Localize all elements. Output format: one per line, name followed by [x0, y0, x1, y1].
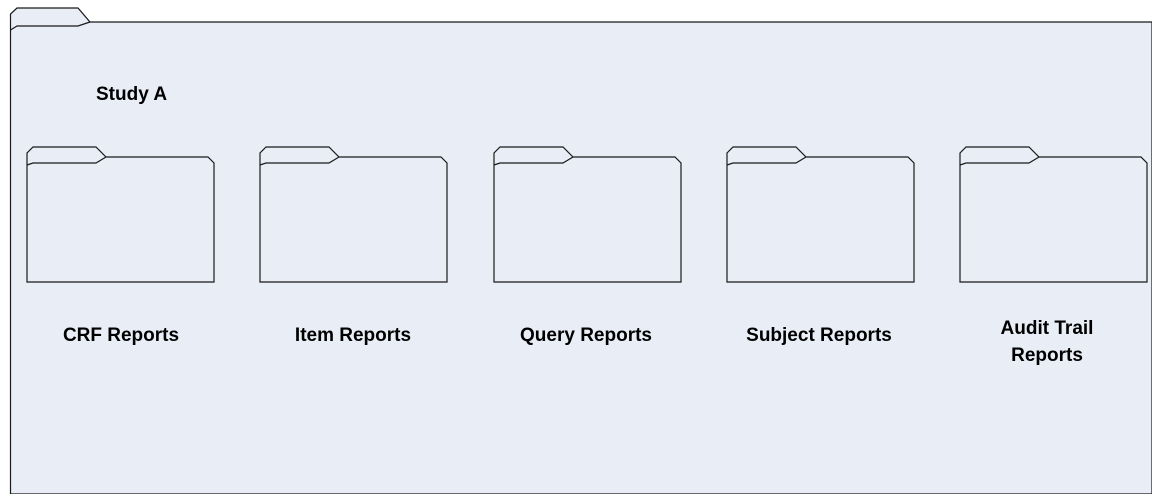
label-line: Subject Reports	[746, 325, 892, 346]
subject-reports-folder-icon[interactable]	[726, 145, 916, 285]
folder-icon	[959, 146, 1148, 283]
subject-reports-label: Subject Reports	[714, 322, 924, 349]
label-line: Reports	[1011, 345, 1083, 366]
item-reports-folder-icon[interactable]	[259, 145, 449, 285]
label-line: Query Reports	[520, 325, 652, 346]
query-reports-folder-icon[interactable]	[493, 145, 683, 285]
study-title: Study A	[96, 84, 168, 105]
audit-trail-reports-label: Audit Trail Reports	[942, 315, 1152, 369]
crf-reports-folder-icon[interactable]	[26, 145, 216, 285]
folder-icon	[259, 146, 448, 283]
item-reports-label: Item Reports	[248, 322, 458, 349]
label-line: CRF Reports	[62, 325, 180, 346]
audit-trail-reports-folder-icon[interactable]	[959, 145, 1149, 285]
query-reports-label: Query Reports	[481, 322, 691, 349]
folder-icon	[26, 146, 215, 283]
label-line: Audit Trail	[1000, 318, 1094, 339]
label-line: Item Reports	[294, 325, 412, 346]
study-folder-tab-line	[10, 21, 91, 31]
folder-icon	[726, 146, 915, 283]
crf-reports-label: CRF Reports	[16, 322, 226, 349]
folder-icon	[493, 146, 682, 283]
